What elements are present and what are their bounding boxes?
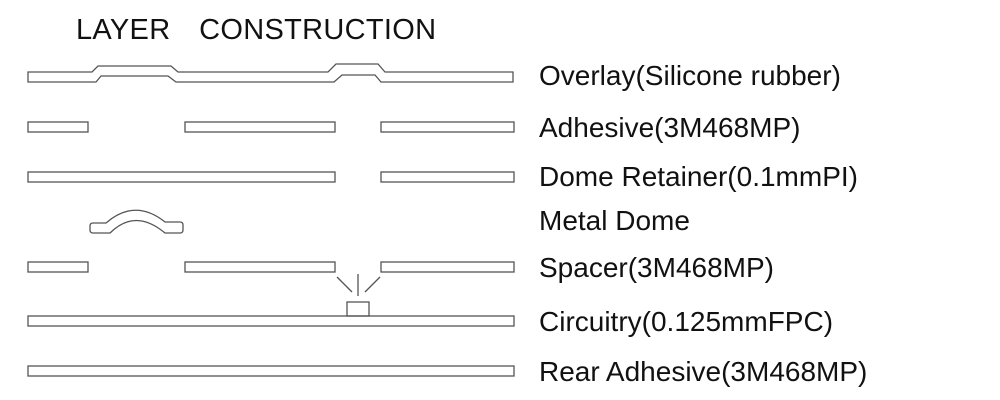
- contact-indicator-lines: [336, 274, 381, 296]
- metal-dome: [89, 209, 184, 234]
- circuitry-layer: [27, 315, 515, 327]
- spacer-layer: [27, 261, 515, 273]
- circuit-contact-pad: [346, 301, 370, 317]
- label-metal-dome: Metal Dome: [539, 205, 690, 236]
- label-dome-retainer: Dome Retainer(0.1mmPI): [539, 161, 858, 192]
- label-overlay: Overlay(Silicone rubber): [539, 60, 841, 91]
- label-rear-adhesive: Rear Adhesive(3M468MP): [539, 356, 868, 387]
- rear-adhesive-layer: [27, 365, 515, 377]
- label-spacer: Spacer(3M468MP): [539, 252, 774, 283]
- diagram-title: LAYER CONSTRUCTION: [76, 14, 437, 46]
- label-circuitry: Circuitry(0.125mmFPC): [539, 306, 834, 337]
- label-adhesive: Adhesive(3M468MP): [539, 112, 801, 143]
- overlay-layer: [27, 63, 514, 83]
- dome-retainer-layer: [27, 171, 515, 183]
- adhesive-layer: [27, 121, 515, 133]
